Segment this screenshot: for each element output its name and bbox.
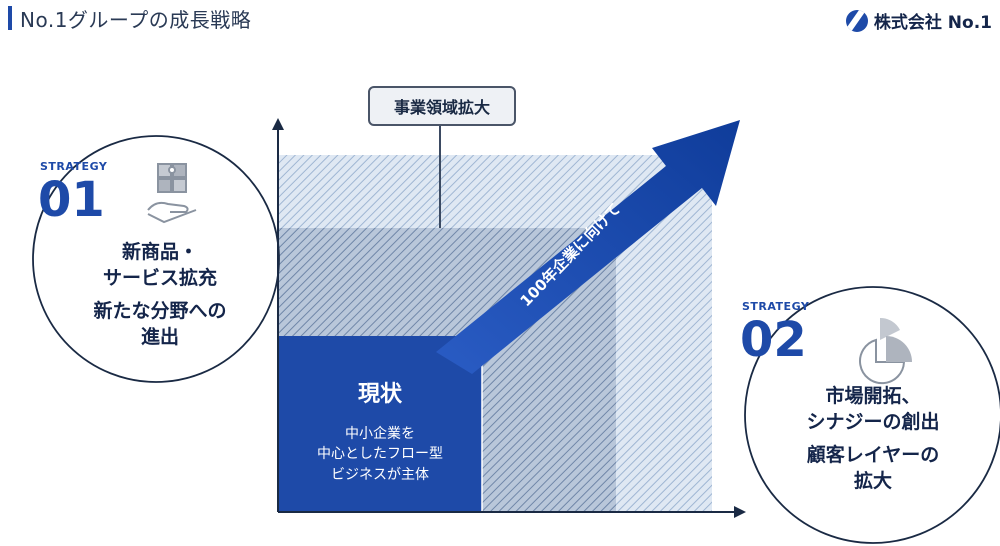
strategy-02-line: 拡大 <box>853 469 892 492</box>
strategy-01-line: サービス拡充 <box>102 266 217 289</box>
strategy-01-text: 新商品・ サービス拡充 新たな分野への 進出 <box>60 240 260 351</box>
strategy-02-text: 市場開拓、 シナジーの創出 顧客レイヤーの 拡大 <box>778 384 968 495</box>
strategy-02-line: シナジーの創出 <box>806 410 940 433</box>
current-desc-line: ビジネスが主体 <box>331 466 429 483</box>
company-logo: 株式会社 No.1 <box>845 8 992 33</box>
title-accent-bar <box>8 6 12 30</box>
strategy-01-circle <box>32 135 280 383</box>
current-desc-line: 中小企業を <box>345 426 415 442</box>
growth-arrow <box>436 120 740 374</box>
current-state-title: 現状 <box>357 382 402 407</box>
strategy-01-line: 新たな分野への <box>93 300 227 323</box>
strategy-02-label: STRATEGY <box>742 300 810 313</box>
strategy-01-number: 01 <box>38 172 105 228</box>
current-state-description: 中小企業を 中心としたフロー型 ビジネスが主体 <box>278 424 482 485</box>
business-expansion-label: 事業領域拡大 <box>368 86 516 126</box>
current-desc-line: 中心としたフロー型 <box>317 446 443 463</box>
strategy-02-circle <box>744 286 1000 544</box>
logo-text: 株式会社 No.1 <box>873 13 992 33</box>
page-title: No.1グループの成長戦略 <box>20 8 252 32</box>
pie-chart-icon <box>859 317 912 385</box>
strategy-02-line: 顧客レイヤーの <box>806 444 940 467</box>
x-axis-arrowhead <box>734 506 746 518</box>
y-axis-arrowhead <box>272 118 284 130</box>
strategy-01-line: 新商品・ <box>121 241 198 263</box>
strategy-02-number: 02 <box>740 312 807 368</box>
strategy-02-line: 市場開拓、 <box>825 385 921 407</box>
strategy-01-line: 進出 <box>140 325 179 348</box>
current-state-area <box>278 336 482 512</box>
logo-icon <box>845 9 868 32</box>
strategy-01-label: STRATEGY <box>40 160 108 173</box>
puzzle-hand-icon <box>147 163 197 224</box>
